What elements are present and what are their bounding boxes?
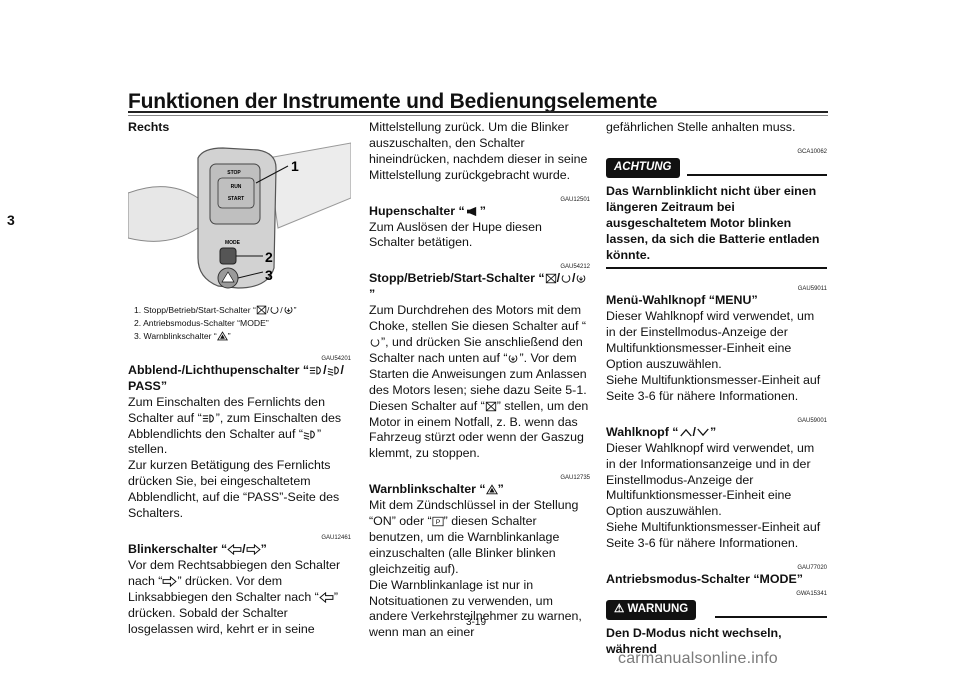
switch-label-start: START (228, 196, 244, 202)
parking-icon (432, 516, 444, 527)
section-code: GAU77020 (797, 565, 827, 572)
turn-right-icon (162, 576, 177, 587)
warnblink-text: Mit dem Zündschlüssel in der Stellung “O… (369, 498, 579, 576)
switch-illustration: STOP RUN START MODE 1 2 3 (127, 137, 352, 298)
notice-box: ACHTUNG (606, 157, 827, 178)
menu-heading: Menü-Wahlknopf “MENU” (606, 293, 758, 308)
wahl-heading: Wahlknopf “/” (606, 424, 717, 439)
warnblink-heading: Warnblinkschalter “” (369, 482, 504, 497)
low-beam-icon (303, 429, 317, 440)
chapter-tab: 3 (0, 0, 22, 679)
callout-1: 1 (291, 158, 299, 174)
section-code: GAU12501 (560, 196, 590, 203)
handlebar-switch-figure: STOP RUN START MODE 1 2 3 (127, 137, 352, 298)
stopp-text-2: Diesen Schalter auf “” stellen, um den M… (369, 398, 589, 461)
figure-captions: 1. Stopp/Betrieb/Start-Schalter “//” 2. … (134, 304, 351, 343)
chevron-down-icon (696, 427, 710, 438)
warning-rule (715, 615, 827, 618)
stopp-heading: Stopp/Betrieb/Start-Schalter “//” (369, 271, 590, 303)
switch-label-stop: STOP (227, 170, 241, 176)
caption-1: 1. Stopp/Betrieb/Start-Schalter “//” (134, 304, 297, 315)
wahl-text-2: Siehe Multifunktionsmesser-Einheit auf S… (606, 520, 821, 551)
turn-right-icon (246, 544, 261, 555)
warning-box: ⚠ WARNUNG (606, 599, 827, 620)
callout-3: 3 (265, 267, 273, 283)
section-code: GWA15341 (796, 590, 827, 597)
menu-text: Dieser Wahlknopf wird verwendet, um in d… (606, 309, 815, 372)
figure-heading: Rechts (128, 120, 170, 134)
section-code: GCA10062 (797, 148, 827, 155)
title-rule-thin (128, 115, 828, 116)
warnblink-text-continued: gefährlichen Stelle anhalten muss. (606, 120, 796, 134)
hazard-icon (486, 484, 498, 495)
stop-icon (256, 305, 267, 315)
warning-text: Den D-Modus nicht wechseln, während (606, 625, 782, 656)
hupe-heading: Hupenschalter “” (369, 203, 486, 218)
mode-label: MODE (225, 240, 241, 246)
caption-2: 2. Antriebsmodus-Schalter “MODE” (134, 317, 269, 328)
low-beam-icon (327, 365, 341, 376)
antrieb-heading: Antriebsmodus-Schalter “MODE” (606, 572, 803, 587)
section-code: GAU12735 (560, 475, 590, 482)
high-beam-icon (309, 365, 323, 376)
high-beam-icon (202, 413, 216, 424)
callout-2: 2 (265, 249, 273, 265)
section-code: GAU12461 (321, 534, 351, 541)
start-icon (283, 305, 294, 315)
start-icon (575, 273, 587, 284)
notice-end-rule (606, 267, 827, 270)
page-title: Funktionen der Instrumente und Bedienung… (128, 90, 658, 113)
abblend-text: Zum Einschalten des Fernlichts den Schal… (128, 394, 342, 457)
switch-label-run: RUN (231, 184, 242, 190)
section-code: GAU54212 (560, 264, 590, 271)
column-2: Mittelstellung zurück. Um die Blinker au… (369, 120, 590, 641)
start-icon (507, 353, 519, 364)
chapter-number: 3 (7, 212, 15, 228)
horn-icon (465, 206, 480, 217)
turn-left-icon (227, 544, 242, 555)
menu-text-2: Siehe Multifunktionsmesser-Einheit auf S… (606, 372, 821, 403)
blinker-text-continued: Mittelstellung zurück. Um die Blinker au… (369, 120, 588, 182)
abblend-text-2: Zur kurzen Betätigung des Fernlichts drü… (128, 458, 340, 521)
watermark: carmanualsonline.info (618, 650, 778, 667)
notice-badge: ACHTUNG (606, 157, 680, 178)
notice-rule (687, 173, 827, 176)
title-rule (128, 111, 828, 113)
column-1: Rechts STOP RUN START MODE 1 2 3 1. Stop… (127, 120, 352, 637)
hupe-text: Zum Auslösen der Hupe diesen Schalter be… (369, 219, 542, 250)
warning-badge: ⚠ WARNUNG (606, 599, 697, 620)
blinker-text: Vor dem Rechtsabbiegen den Schalter nach… (128, 557, 341, 636)
section-code: GAU59011 (797, 286, 827, 293)
wahl-text: Dieser Wahlknopf wird verwendet, um in d… (606, 440, 815, 519)
stop-icon (545, 273, 557, 284)
run-icon (269, 305, 280, 315)
page-number: 3-19 (466, 617, 487, 628)
chevron-up-icon (679, 427, 693, 438)
caption-3: 3. Warnblinkschalter “” (134, 330, 231, 341)
stopp-text: Zum Durchdrehen des Motors mit dem Choke… (369, 303, 587, 397)
section-code: GAU59001 (797, 417, 827, 424)
run-icon (369, 337, 381, 348)
turn-left-icon (319, 592, 334, 603)
column-3: gefährlichen Stelle anhalten muss. GCA10… (606, 120, 827, 658)
blinker-heading: Blinkerschalter “/” (128, 541, 267, 556)
section-code: GAU54201 (321, 355, 351, 362)
stop-icon (485, 401, 497, 412)
run-icon (560, 273, 572, 284)
notice-text: Das Warnblinklicht nicht über einen läng… (606, 183, 820, 262)
warning-triangle-icon: ⚠ (614, 602, 628, 615)
hazard-icon (217, 331, 228, 341)
warnblink-text-2: Die Warnblinkanlage ist nur in Notsituat… (369, 577, 582, 640)
abblend-heading: Abblend-/Lichthupenschalter “//PASS” (128, 362, 344, 393)
